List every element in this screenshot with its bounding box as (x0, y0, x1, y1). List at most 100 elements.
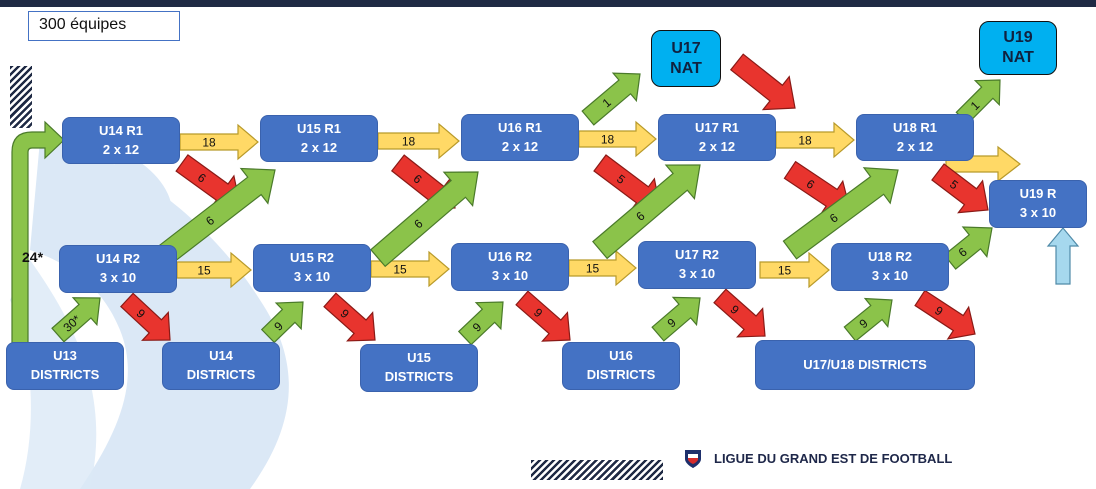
arrow-count-label: 15 (778, 264, 792, 278)
arrow-u15r2-to-u16r1: 6 (369, 171, 479, 268)
u13-districts-box: U13 DISTRICTS (6, 342, 124, 390)
u16-districts-title: U16 (609, 348, 633, 364)
u15-districts-box: U15 DISTRICTS (360, 344, 478, 392)
arrow-u17r1-to-u17r2: 6 (783, 160, 851, 216)
league-crest-icon (685, 450, 701, 468)
arrow-shape (729, 53, 796, 111)
u17-u18-districts-title: U17/U18 DISTRICTS (803, 356, 927, 372)
u15-r2-title: U15 R2 (289, 250, 335, 266)
league-footer-text: LIGUE DU GRAND EST DE FOOTBALL (714, 451, 953, 466)
u14-r1-title: U14 R1 (98, 122, 144, 138)
arrow-shape (377, 122, 460, 160)
u13-districts-sub: DISTRICTS (30, 367, 100, 382)
u19-nat-box: U19 NAT (979, 21, 1057, 75)
arrow-count-label: 18 (402, 135, 416, 149)
arrow-shape (775, 121, 855, 159)
u17-u18-districts-box: U17/U18 DISTRICTS (755, 340, 975, 390)
arrow-shape (931, 163, 989, 214)
arrow-shape (515, 290, 571, 342)
u15-r1-title: U15 R1 (296, 120, 342, 136)
arrow-shape (843, 297, 893, 342)
u17-nat-box: U17 NAT (651, 30, 721, 87)
arrow-count-label: 15 (586, 262, 600, 276)
u18-r1-box: U18 R1 2 x 12 (856, 114, 974, 161)
u17-nat-sub: NAT (670, 59, 702, 77)
u13-promotion-count: 24* (22, 249, 44, 265)
arrow-shape (176, 251, 252, 289)
arrow-u1718d-to-u18r2: 9 (843, 297, 893, 342)
u16-r2-title: U16 R2 (487, 249, 533, 265)
arrow-shape (51, 297, 101, 343)
arrow-count-label: 18 (601, 133, 615, 147)
arrow-u15r2-to-u15d: 9 (323, 292, 376, 342)
arrow-u18r2-to-u1718d: 9 (914, 289, 976, 340)
u14-districts-title: U14 (209, 348, 233, 364)
u15-r2-format: 3 x 10 (293, 269, 331, 284)
arrow-shape (782, 167, 899, 260)
arrow-shape (943, 226, 993, 270)
arrow-shape (323, 292, 376, 342)
u15-r1-format: 2 x 12 (300, 139, 338, 155)
arrow-shape (914, 289, 976, 340)
u19-r-format: 3 x 10 (1019, 205, 1057, 220)
u17-r2-format: 3 x 10 (678, 266, 716, 281)
u19-r-title: U19 R (1019, 186, 1057, 202)
u17-r2-box: U17 R2 3 x 10 (638, 241, 756, 289)
u19-r-box: U19 R 3 x 10 (989, 180, 1087, 228)
arrow-count-label: 18 (798, 134, 812, 148)
u18-r2-box: U18 R2 3 x 10 (831, 243, 949, 291)
arrow-u14d-to-u15r2: 9 (260, 301, 304, 344)
arrow-shape (578, 120, 657, 158)
u14-districts-box: U14 DISTRICTS (162, 342, 280, 390)
arrow-shape (713, 288, 766, 338)
u14-r2-title: U14 R2 (95, 251, 141, 267)
arrow-u15r1-to-u16r1: 18 (377, 122, 460, 160)
arrow-shape (157, 167, 276, 265)
arrow-shape (581, 72, 641, 126)
u16-districts-box: U16 DISTRICTS (562, 342, 680, 390)
arrow-u14r2-to-u15r1: 6 (157, 167, 276, 265)
arrow-shape (568, 249, 637, 287)
u18-r2-format: 3 x 10 (871, 268, 909, 283)
arrow-u14r2-to-u14d: 9 (120, 292, 171, 341)
arrow-count-label: 15 (393, 263, 407, 277)
arrow-shape (592, 164, 701, 260)
arrow-u17r2-to-u18r1: 6 (782, 167, 899, 260)
u15-r2-box: U15 R2 3 x 10 (253, 244, 371, 292)
arrow-u16r2-to-u17r1: 6 (592, 164, 701, 260)
arrow-u16r2-to-u17r2: 15 (568, 249, 637, 287)
team-count-label: 300 équipes (28, 11, 180, 41)
arrow-shape (457, 301, 504, 346)
arrow-u18r1-to-u19nat: 1 (955, 79, 1001, 125)
u19-nat-sub: NAT (1002, 49, 1034, 66)
arrow-shape (651, 296, 701, 342)
u14-r2-box: U14 R2 3 x 10 (59, 245, 177, 293)
hatch-pattern-bottom (531, 460, 663, 480)
u16-r2-format: 3 x 10 (491, 268, 529, 283)
arrow-u16r2-to-u16d: 9 (515, 290, 571, 342)
u15-r1-box: U15 R1 2 x 12 (260, 115, 378, 162)
arrow-shape (120, 292, 171, 341)
u16-r1-title: U16 R1 (497, 119, 543, 135)
arrow-shape (179, 123, 259, 161)
u18-r2-title: U18 R2 (867, 249, 913, 265)
hatch-pattern-left (10, 66, 32, 128)
u15-districts-title: U15 (407, 350, 431, 366)
u16-r1-format: 2 x 12 (501, 138, 539, 154)
arrow-shape (1046, 227, 1080, 285)
arrow-count-label: 18 (202, 136, 216, 150)
u17-r1-box: U17 R1 2 x 12 (658, 114, 776, 161)
arrow-u18r2-to-u19r: 6 (943, 226, 993, 270)
header-bar (0, 0, 1096, 7)
arrow-u16r1-to-u17nat: 1 (581, 72, 641, 126)
u19-nat-title: U19 (1003, 29, 1033, 46)
arrow-u17nat-to-u17r1 (729, 53, 796, 111)
arrow-shape (369, 171, 479, 268)
arrow-shape (759, 251, 830, 289)
arrow-shape (370, 250, 450, 288)
arrow-u17r2-to-u1718d: 9 (713, 288, 766, 338)
arrow-count-label: 15 (197, 264, 211, 278)
u17-r1-title: U17 R1 (694, 119, 740, 135)
arrow-u15r2-to-u16r2: 15 (370, 250, 450, 288)
